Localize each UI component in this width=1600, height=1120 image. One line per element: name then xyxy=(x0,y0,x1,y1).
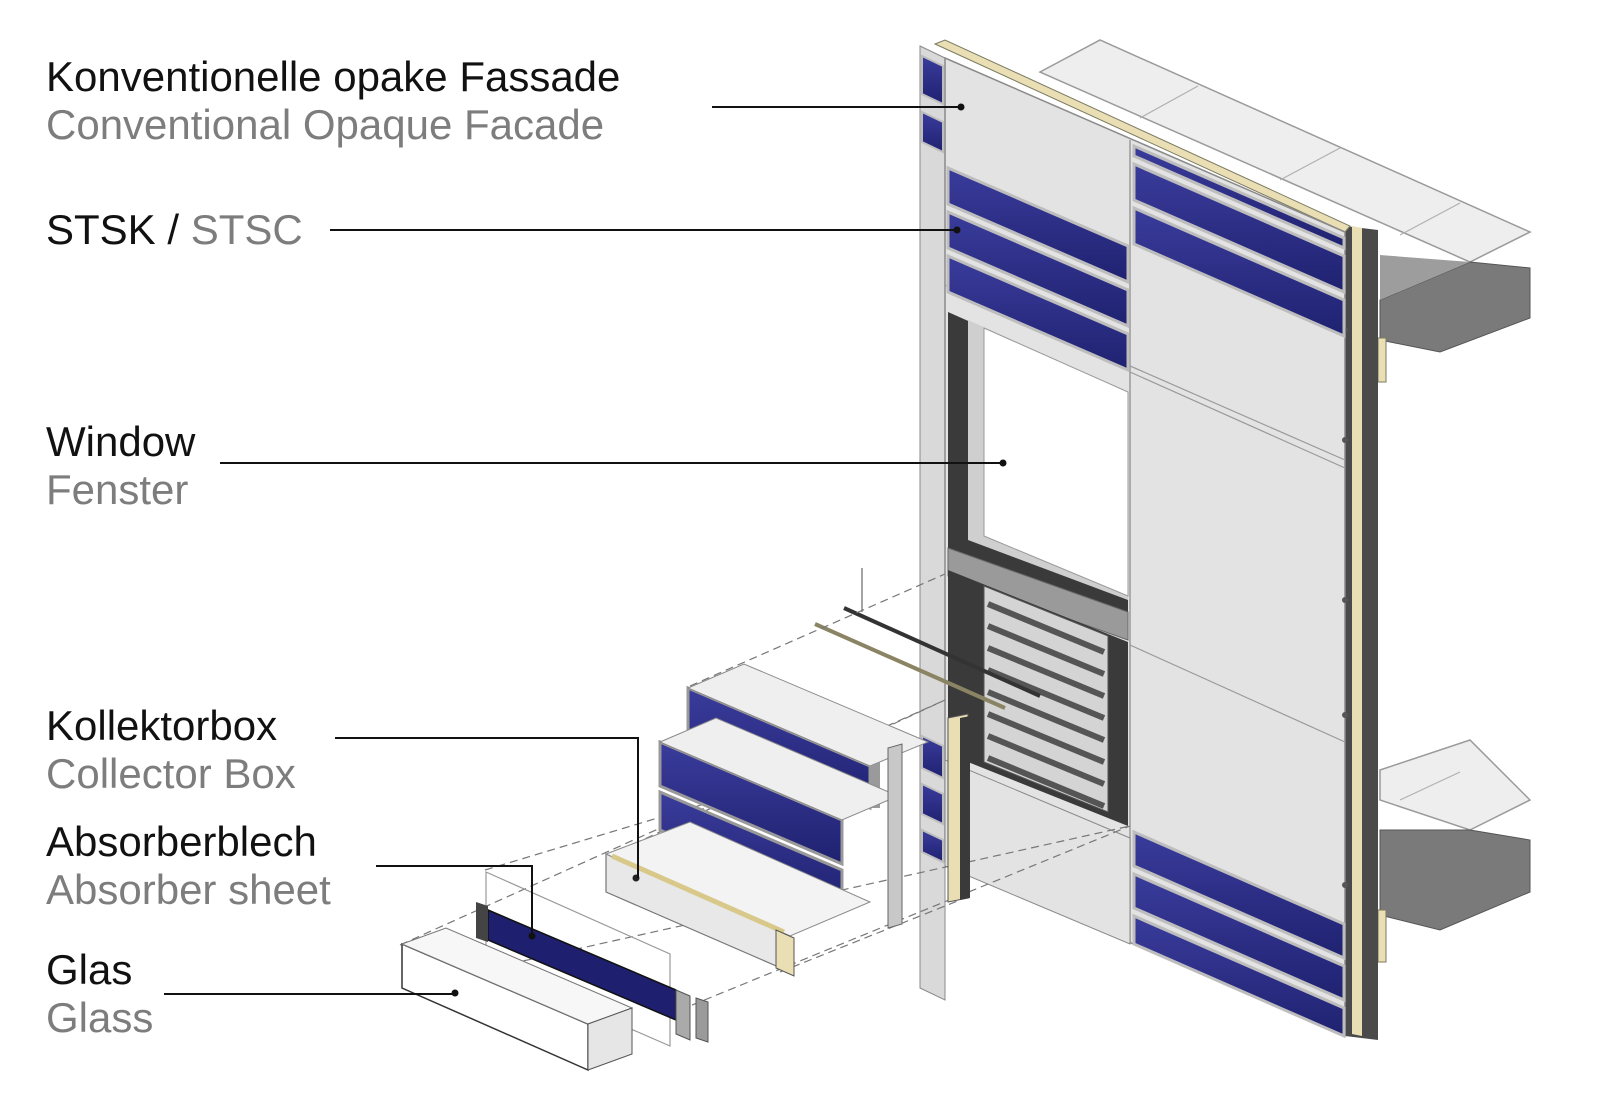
label-window-en: Fenster xyxy=(46,466,189,513)
label-collector-de: Kollektorbox xyxy=(46,702,278,749)
label-facade-de: Konventionelle opake Fassade xyxy=(46,53,621,100)
label-collector: Kollektorbox Collector Box xyxy=(46,702,296,798)
label-facade-en: Conventional Opaque Facade xyxy=(46,101,605,148)
label-glass-en: Glass xyxy=(46,994,154,1041)
leader-collector xyxy=(335,737,639,878)
label-stsk: STSK / STSC xyxy=(46,206,303,254)
exploded-rods xyxy=(814,568,1041,710)
leader-lines xyxy=(164,103,1007,995)
leader-absorber xyxy=(376,865,533,936)
label-facade: Konventionelle opake Fassade Conventiona… xyxy=(46,53,620,149)
label-absorber: Absorberblech Absorber sheet xyxy=(46,818,331,914)
lower-floor-slab xyxy=(1377,739,1532,963)
label-stsk-de: STSK xyxy=(46,206,156,253)
window-opening xyxy=(947,312,1129,641)
collector-opening xyxy=(944,570,1131,945)
exploded-vertical-posts xyxy=(887,713,970,929)
stsk-collector-strips xyxy=(921,54,1346,1039)
label-stsk-separator: / xyxy=(155,206,191,253)
label-glass: Glas Glass xyxy=(46,946,153,1042)
label-absorber-en: Absorber sheet xyxy=(46,866,331,913)
wall-side-edge xyxy=(933,39,1378,1040)
label-window: Window Fenster xyxy=(46,418,195,514)
upper-floor-slab xyxy=(1038,39,1532,383)
label-stsk-en: STSC xyxy=(190,206,303,253)
label-absorber-de: Absorberblech xyxy=(46,818,317,865)
label-window-de: Window xyxy=(46,418,196,465)
exploded-glass-pane xyxy=(400,927,709,1072)
label-collector-en: Collector Box xyxy=(46,750,296,797)
exploded-collector-box-frame xyxy=(604,821,872,977)
exploded-absorber-sheet xyxy=(476,871,691,1047)
label-glass-de: Glas xyxy=(46,946,133,993)
